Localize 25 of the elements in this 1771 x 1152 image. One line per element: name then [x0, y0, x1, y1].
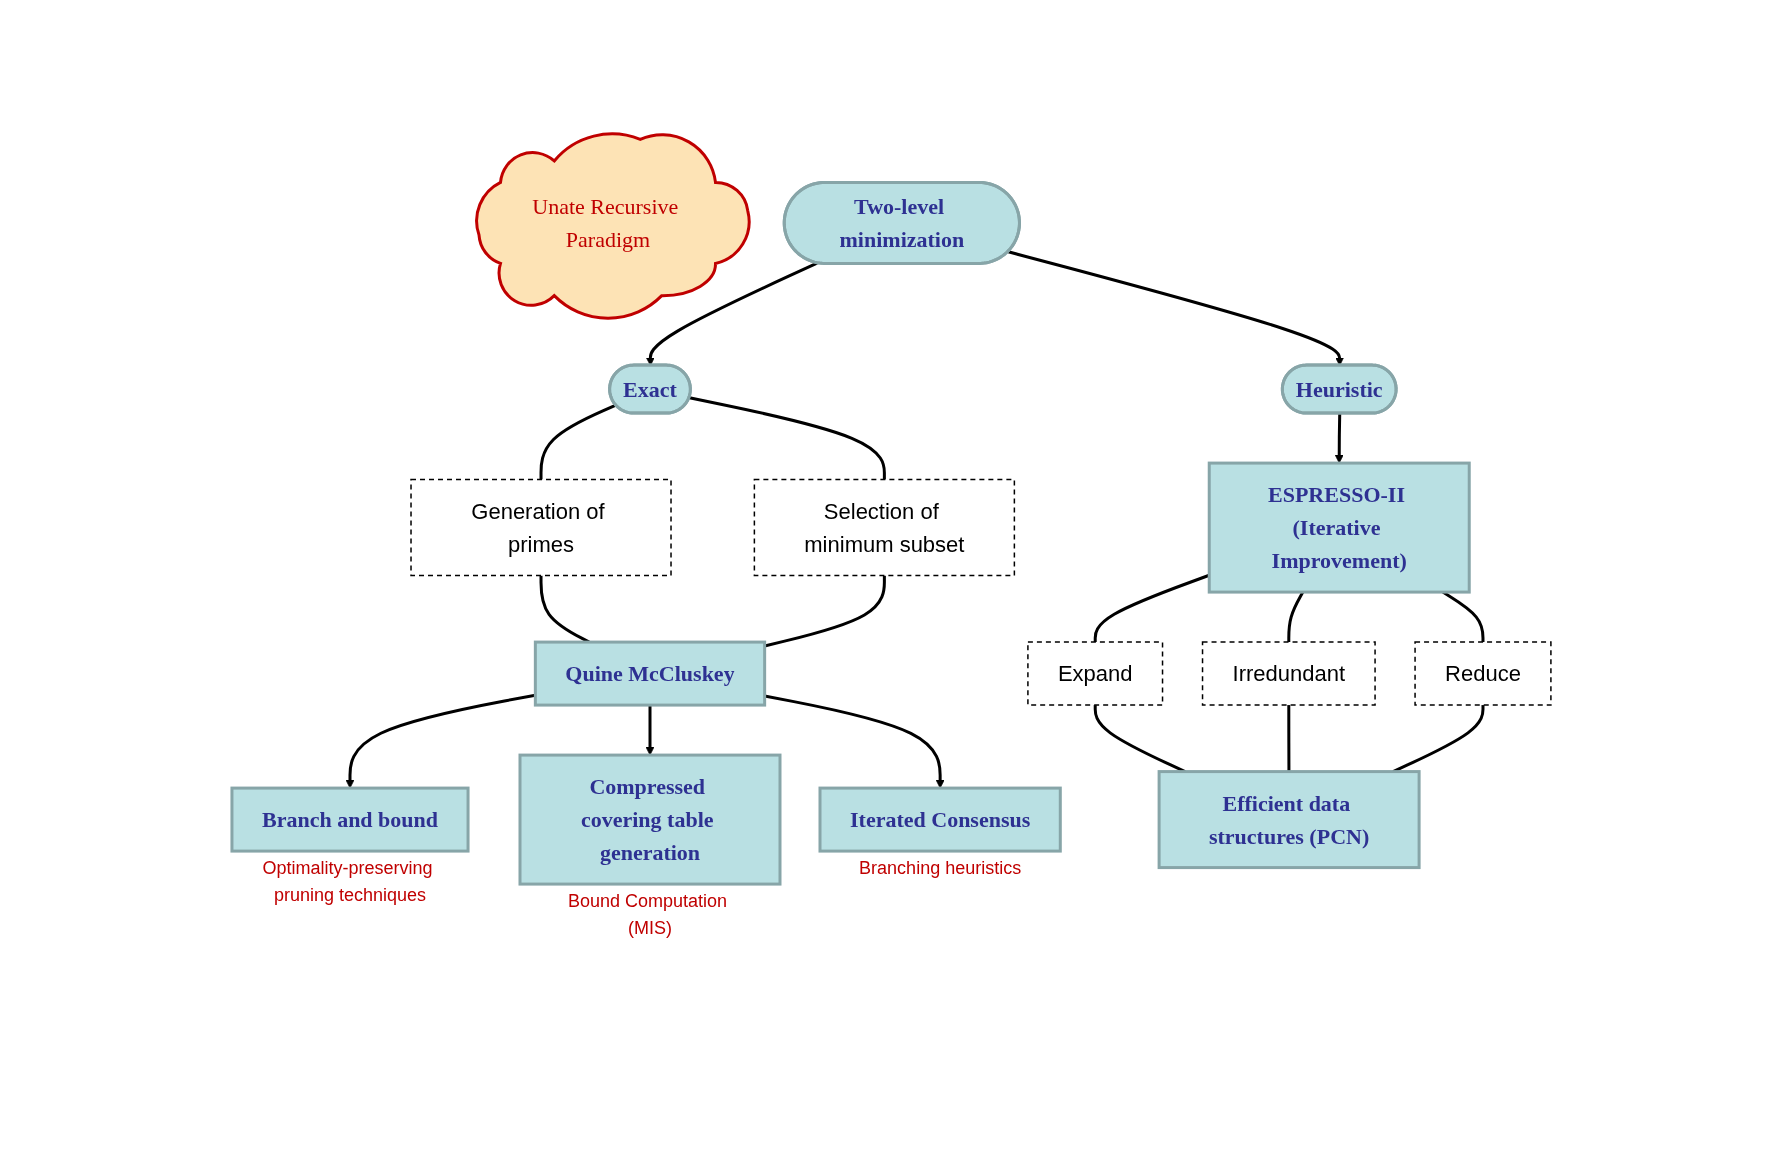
connector [539, 403, 617, 480]
node-box: Irredundant [1201, 641, 1376, 706]
node-box: Quine McCluskey [533, 640, 767, 707]
node-box: Selection of minimum subset [753, 478, 1016, 577]
arrow [1334, 413, 1344, 464]
node-box: Compressed covering table generation [518, 753, 782, 886]
arrow [764, 694, 945, 789]
node-box: Iterated Consensus [818, 786, 1062, 853]
node-box: Branch and bound [230, 786, 470, 853]
connector [689, 396, 886, 480]
node-box: Reduce [1414, 641, 1552, 706]
node-label: Bound Computation (MIS) [567, 891, 728, 939]
node-box: ESPRESSO-II (Iterative Improvement) [1207, 461, 1471, 594]
arrow [345, 693, 536, 789]
connector [764, 575, 886, 648]
node-box: Efficient data structures (PCN) [1157, 770, 1421, 870]
arrow [645, 705, 655, 756]
connector [1093, 573, 1210, 643]
node-label: Optimality-preserving pruning techniques [262, 858, 433, 906]
node-label: Branching heuristics [859, 858, 1022, 879]
arrow [646, 261, 818, 366]
node-box: Generation of primes [410, 478, 672, 577]
connector [1287, 705, 1291, 772]
node-box: Expand [1027, 641, 1164, 706]
arrow [1008, 250, 1345, 366]
